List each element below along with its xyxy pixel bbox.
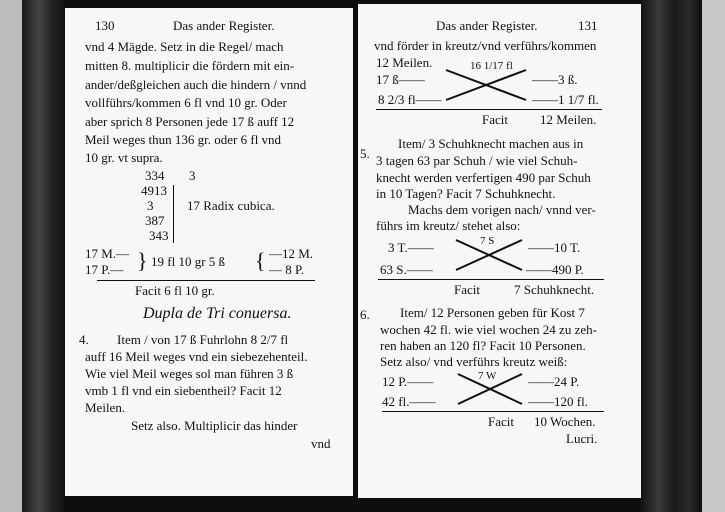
item-number: 4.: [79, 332, 89, 347]
catchword: Lucri.: [566, 431, 598, 446]
running-head: Das ander Register.: [436, 18, 538, 33]
proportion-left-top: 17 M.—: [85, 246, 130, 261]
text-line: Machs dem vorigen nach/ vnnd ver-: [408, 202, 596, 217]
text-line: vnd 4 Mägde. Setz in die Regel/ mach: [85, 39, 284, 54]
diagram-left-bottom: 42 fl.——: [382, 394, 436, 409]
book-binding-right: [640, 0, 702, 512]
radix-label: 17 Radix cubica.: [187, 198, 275, 213]
text-line: auff 16 Meil weges vnd ein siebezehentei…: [85, 349, 308, 364]
diagram-middle: 16 1/17 fl: [470, 60, 513, 72]
diagram-middle: 7 S: [480, 235, 495, 247]
diagram-right-bottom: ——490 P.: [526, 262, 584, 277]
text-line: mitten 8. multiplicir die fördern mit ei…: [85, 58, 295, 73]
page-number: 130: [95, 18, 115, 33]
text-line: in 10 Tagen? Facit 7 Schuhknecht.: [376, 186, 556, 201]
text-line: knecht werden verfertigen 490 par Schuh: [376, 170, 591, 185]
proportion-left-bottom: 17 P.—: [85, 262, 124, 277]
diagram-result: 12 Meilen.: [540, 112, 597, 127]
text-line: Item/ 3 Schuhknecht machen aus in: [398, 136, 584, 151]
text-line: Meil weges thun 136 gr. oder 6 fl vnd: [85, 132, 282, 147]
sum-rule: [97, 280, 315, 282]
diagram-left-top: 17 ß——: [376, 72, 425, 87]
text-line: 3 tagen 63 par Schuh / wie viel Schuh-: [376, 153, 578, 168]
book-cover-left: [22, 0, 65, 512]
diagram-result: 7 Schuhknecht.: [514, 282, 595, 297]
diagram-result: 10 Wochen.: [534, 414, 596, 429]
text-line: ander/deßgleichen auch die hindern / vnn…: [85, 77, 307, 92]
diagram-right-bottom: ——1 1/7 fl.: [532, 92, 599, 107]
sum-rule: [376, 109, 602, 111]
diagram-left-top: 12 P.——: [382, 374, 434, 389]
diagram-left-top: 3 T.——: [388, 240, 434, 255]
scan-edge-left: [0, 0, 22, 512]
text-line: ren haben an 120 fl? Facit 10 Personen.: [380, 338, 586, 353]
diagram-left-bottom: 8 2/3 fl——: [378, 92, 442, 107]
catchword: vnd: [311, 436, 331, 451]
text-line: vmb 1 fl vnd ein siebentheil? Facit 12: [85, 383, 282, 398]
text-line: aber sprich 8 Personen jede 17 ß auff 12: [85, 114, 295, 129]
brace: }: [137, 248, 148, 273]
cube-digit: 334: [145, 168, 165, 183]
text-line: Setz also/ vnd verführs kreutz weiß:: [380, 354, 568, 369]
scan-edge-right: [702, 0, 725, 512]
diagram-left-bottom: 63 S.——: [380, 262, 433, 277]
page-number: 131: [578, 18, 598, 33]
text-line: 12 Meilen.: [376, 55, 433, 70]
diagram-middle: 7 W: [478, 370, 497, 382]
brace: {: [255, 248, 266, 273]
sum-rule: [382, 411, 604, 413]
item-number: 5.: [360, 146, 370, 161]
diagram-right-top: ——24 P.: [528, 374, 580, 389]
running-head: Das ander Register.: [173, 18, 275, 33]
right-page: Das ander Register. 131 vnd förder in kr…: [358, 4, 641, 498]
cube-digit: 387: [145, 213, 165, 228]
facit-label: Facit: [488, 414, 514, 429]
sum-rule: [378, 279, 604, 281]
cube-digit: 343: [149, 228, 169, 243]
cube-digit: 4913: [141, 183, 167, 198]
proportion-right-bottom: — 8 P.: [269, 262, 305, 277]
section-title: Dupla de Tri conuersa.: [143, 305, 292, 322]
text-line: Item/ 12 Personen geben für Kost 7: [400, 305, 585, 320]
cube-digit: 3: [147, 198, 154, 213]
text-line: 10 gr. vt supra.: [85, 150, 163, 165]
text-line: Setz also. Multiplicir das hinder: [131, 418, 298, 433]
item-number: 6.: [360, 307, 370, 322]
diagram-right-top: ——10 T.: [528, 240, 581, 255]
cube-divisor: 3: [189, 168, 196, 183]
proportion-right-top: —12 M.: [269, 246, 314, 261]
proportion-result: Facit 6 fl 10 gr.: [135, 283, 215, 298]
text-line: vnd förder in kreutz/vnd verführs/kommen: [374, 38, 597, 53]
diagram-right-bottom: ——120 fl.: [528, 394, 588, 409]
text-line: Wie viel Meil weges sol man führen 3 ß: [85, 366, 294, 381]
cross-lines: [457, 373, 523, 405]
facit-label: Facit: [454, 282, 480, 297]
bracket-line: [173, 185, 175, 243]
cross-lines: [455, 239, 523, 271]
left-page: 130 Das ander Register. vnd 4 Mägde. Set…: [65, 8, 353, 496]
diagram-right-top: ——3 ß.: [532, 72, 578, 87]
cross-lines: [445, 69, 527, 101]
text-line: führs im kreutz/ stehet also:: [376, 218, 521, 233]
text-line: Item / von 17 ß Fuhrlohn 8 2/7 fl: [117, 332, 289, 347]
text-line: Meilen.: [85, 400, 126, 415]
proportion-middle: 19 fl 10 gr 5 ß: [151, 254, 226, 269]
text-line: wochen 42 fl. wie viel wochen 24 zu zeh-: [380, 322, 597, 337]
text-line: vollführs/kommen 6 fl vnd 10 gr. Oder: [85, 95, 287, 110]
facit-label: Facit: [482, 112, 508, 127]
